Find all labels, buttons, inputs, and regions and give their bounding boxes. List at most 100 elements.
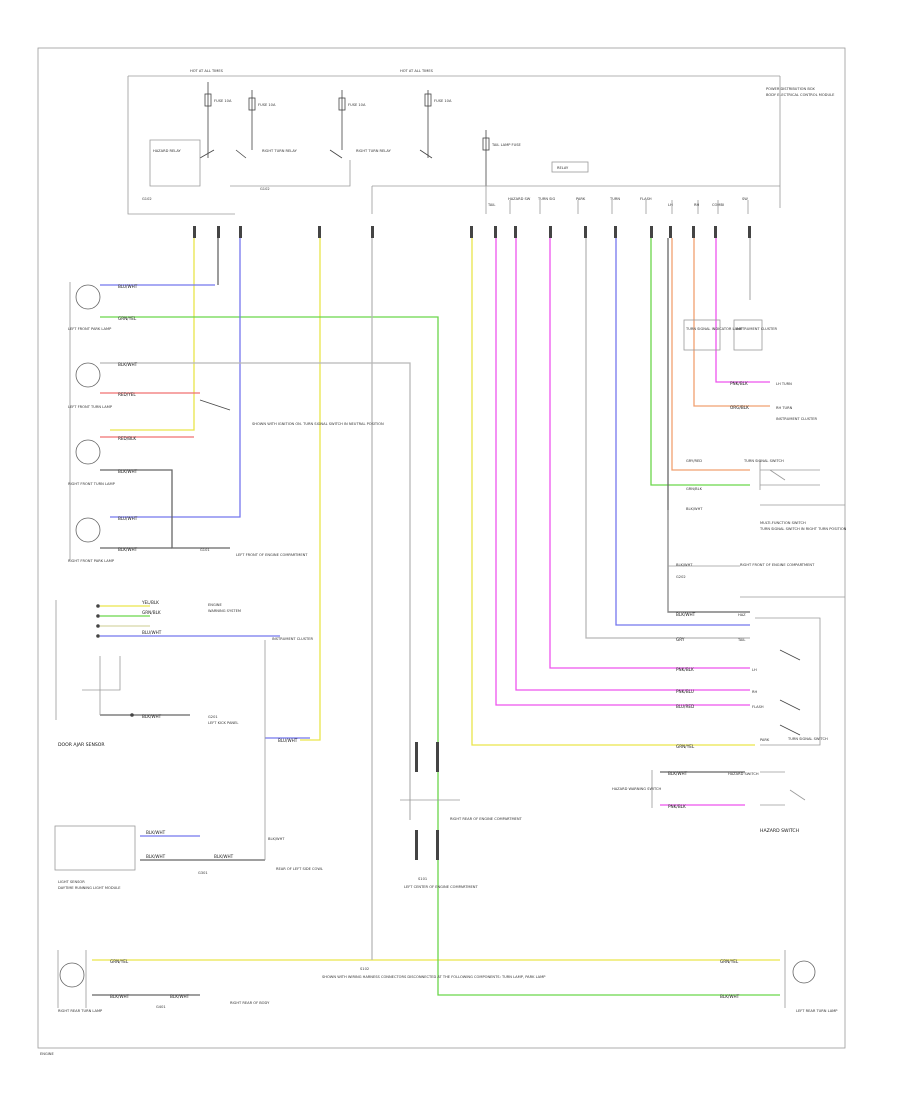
hazard-wire-label: PNK/BLK — [668, 804, 686, 809]
switch-title: TURN SIGNAL SWITCH — [787, 737, 828, 741]
left-lamp-column: LEFT FRONT PARK LAMP LEFT FRONT TURN LAM… — [68, 282, 384, 563]
bottom-ground: G401 — [156, 1005, 166, 1009]
cluster-box-label: TURN SIGNAL INDICATOR LAMP — [685, 327, 743, 331]
bottom-note: SHOWN WITH WIRING HARNESS CONNECTORS DIS… — [322, 975, 546, 979]
fuse-label: FUSE 10A — [348, 103, 366, 107]
vertical-wire-label: BLU/WHT — [278, 738, 298, 743]
lamp-caption: LEFT FRONT PARK LAMP — [68, 327, 112, 331]
relay-box — [551, 161, 589, 173]
bottom-wire-label: GRN/YEL — [110, 959, 129, 964]
wire-green — [650, 238, 750, 486]
wire-orange — [671, 238, 750, 471]
wire-pink — [549, 238, 750, 669]
inline-note: SHOWN WITH IGNITION ON. TURN SIGNAL SWIT… — [252, 422, 384, 426]
switch-pin-label: RH — [752, 690, 757, 694]
bottom-wire-label: GRN/YEL — [720, 959, 739, 964]
hazard-wire-label: BLK/WHT — [668, 771, 688, 776]
lamp-caption: LEFT FRONT TURN LAMP — [68, 405, 113, 409]
switch-label: MULTI-FUNCTION SWITCH — [760, 521, 806, 525]
switch-pin-label: PARK — [760, 738, 770, 742]
pin-label: FLASH — [640, 197, 652, 201]
relay-box-label: RELAY — [557, 166, 569, 170]
pin-label: SW — [742, 197, 748, 201]
splice-label: S101 — [418, 877, 427, 881]
bottom-left-lamp: RIGHT REAR TURN LAMP — [58, 1009, 103, 1013]
wire-gray — [100, 362, 411, 820]
bottom-ground-note: RIGHT REAR OF BODY — [230, 1001, 270, 1005]
wire-label: BLU/WHT — [118, 516, 138, 521]
diagram-frame — [37, 47, 846, 1049]
lamp-caption: RIGHT FRONT TURN LAMP — [68, 482, 116, 486]
sensor-wire-label: GRN/BLK — [142, 610, 161, 615]
wire-yellow — [110, 238, 195, 431]
wire-label: BLK/WHT — [118, 362, 138, 367]
footer-label: ENGINE — [40, 1052, 54, 1056]
fuse-label: FUSE 10A — [434, 99, 452, 103]
pin-label: TAIL — [487, 203, 495, 207]
cluster-wire-note: RH TURN — [776, 406, 793, 410]
switch-row-label: GRY — [676, 637, 685, 642]
center-connectors: RIGHT REAR OF ENGINE COMPARTMENT S101 LE… — [322, 742, 546, 979]
pin-label: TURN SIG — [537, 197, 555, 201]
sensor-wire-label: BLK/WHT — [142, 714, 162, 719]
wire-label: RED/BLK — [118, 436, 136, 441]
wire-pink — [715, 238, 770, 383]
wire-label: GRN/YEL — [118, 316, 137, 321]
switch-label: TURN SIGNAL SWITCH — [743, 459, 784, 463]
switch-wire-label: BLK/WHT — [686, 507, 703, 511]
cluster-sub-label: INSTRUMENT CLUSTER — [736, 327, 777, 331]
light-sensor-module: BLK/WHT BLK/WHT BLK/WHT G301 REAR OF LEF… — [54, 738, 323, 890]
switch-pin-label: HAZ — [738, 613, 746, 617]
pin-label: RH — [694, 203, 699, 207]
bottom-wire-label: BLK/WHT — [110, 994, 130, 999]
lamp-bulb-icon — [75, 362, 101, 388]
module-pin-labels: TAIL HAZARD SW TURN SIG PARK TURN FLASH … — [487, 197, 748, 207]
wire-orange — [693, 238, 770, 407]
module-wire-label: BLK/WHT — [214, 854, 234, 859]
top-power-section: HOT AT ALL TIMES HOT AT ALL TIMES POWER … — [127, 69, 835, 238]
switch-mid-label: RIGHT TURN RELAY — [262, 149, 298, 153]
module-ground-note: REAR OF LEFT SIDE COWL — [276, 867, 323, 871]
module-box — [54, 825, 136, 871]
cluster-box — [683, 319, 721, 351]
switch-ground-note: RIGHT FRONT OF ENGINE COMPARTMENT — [740, 563, 815, 567]
module-top-right-label: BODY ELECTRICAL CONTROL MODULE — [766, 93, 835, 97]
wire-label: BLK/WHT — [118, 547, 138, 552]
switch-wire-label: GRY/RED — [686, 459, 702, 463]
switch-ground: G202 — [676, 575, 686, 579]
switch-row-label: PNK/BLU — [676, 689, 694, 694]
module-subtitle: DAYTIME RUNNING LIGHT MODULE — [58, 886, 121, 890]
sensor-wire-label: BLU/WHT — [142, 630, 162, 635]
wire-dark — [100, 469, 230, 549]
wire-blue — [100, 635, 310, 739]
fuse-symbol — [204, 93, 212, 107]
splice-note: RIGHT REAR OF ENGINE COMPARTMENT — [450, 817, 523, 821]
lamp-caption: RIGHT FRONT PARK LAMP — [68, 559, 115, 563]
lamp-bulb-icon — [59, 962, 85, 988]
switch-pin-label: LH — [752, 668, 757, 672]
wire-green — [100, 316, 780, 996]
module-label: POWER DISTRIBUTION BOX — [766, 87, 815, 91]
connector-pins-row — [193, 226, 751, 238]
switch-wire-label: GRN/BLK — [686, 487, 703, 491]
fuse-box-left-label: HOT AT ALL TIMES — [190, 69, 224, 73]
hazard-caption: HAZARD SWITCH — [760, 828, 799, 834]
wire-dark — [667, 238, 750, 613]
lamp-bulb-icon — [75, 439, 101, 465]
fuse-label: FUSE 10A — [214, 99, 232, 103]
wire-yellow — [471, 238, 755, 746]
pin-label: HAZARD SW — [508, 197, 531, 201]
wire-gray — [585, 238, 750, 639]
door-ajar-sensor: YEL/BLK GRN/BLK BLU/WHT BLK/WHT ENGINE W… — [55, 600, 313, 860]
fuse-label: FUSE 10A — [258, 103, 276, 107]
cluster-wire-label: ORG/BLK — [730, 405, 749, 410]
wire-label: RED/YEL — [118, 392, 136, 397]
bottom-wire-label: BLK/WHT — [720, 994, 740, 999]
fuse-symbol — [482, 137, 490, 151]
fuse-tail-label: TAIL LAMP FUSE — [491, 143, 522, 147]
cluster-box — [733, 319, 763, 351]
hazard-label: HAZARD SWITCH — [728, 772, 759, 776]
bottom-lamps: RIGHT REAR TURN LAMP GRN/YEL BLK/WHT BLK… — [57, 950, 838, 1013]
wire-blue — [110, 238, 241, 518]
